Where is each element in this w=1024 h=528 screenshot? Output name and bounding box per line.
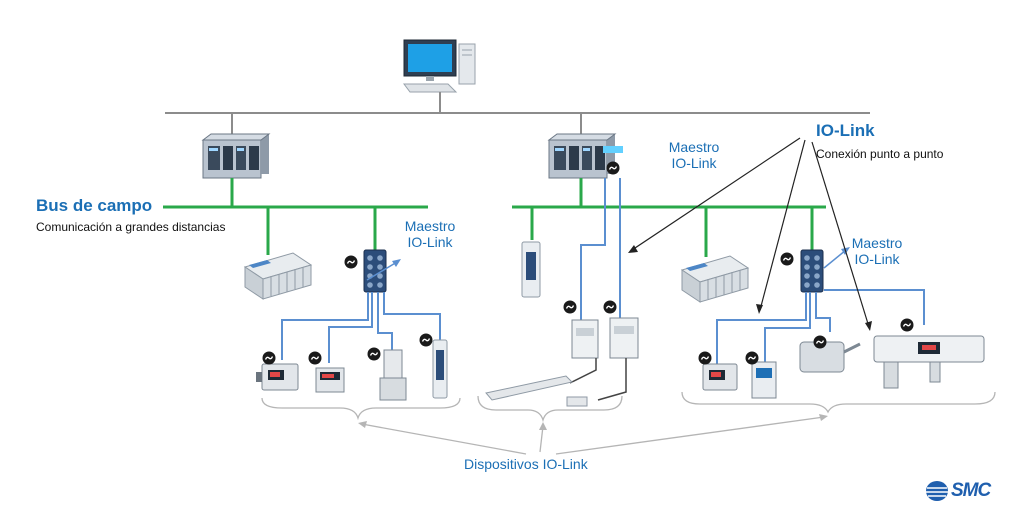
master-left-label: Maestro IO-Link <box>398 218 462 250</box>
iolink-symbol-icon <box>602 299 618 315</box>
iolink-symbol-icon <box>562 299 578 315</box>
ionizer-controller-right-icon <box>609 317 639 359</box>
iolink-symbol-icon <box>899 317 915 333</box>
iolink-symbol-icon <box>812 334 828 350</box>
iolink-symbol-icon <box>261 350 277 366</box>
cylinder-icon <box>799 341 861 373</box>
master-left-line2: IO-Link <box>407 234 453 251</box>
ionizer-bar-icon <box>485 375 573 401</box>
plc-center-icon <box>548 133 616 179</box>
air-prep-unit-icon <box>873 335 985 389</box>
flow-sensor-icon <box>702 363 738 391</box>
smc-logo-text: SMC <box>951 480 991 501</box>
valve-manifold-right-icon <box>681 255 749 303</box>
smc-logo: SMC <box>925 480 991 502</box>
iolink-symbol-icon <box>343 254 359 270</box>
remote-device-icon <box>521 241 541 298</box>
fieldbus-title: Bus de campo <box>36 196 153 215</box>
iolink-symbol-icon <box>605 160 621 176</box>
sensor-icon <box>432 339 448 399</box>
master-center-line2: IO-Link <box>671 155 717 172</box>
fieldbus-subtitle: Comunicación a grandes distancias <box>36 220 226 234</box>
digital-switch-icon <box>751 361 777 399</box>
iolink-master-right-icon <box>800 249 824 293</box>
smc-logo-icon <box>926 481 948 501</box>
pressure-switch-icon <box>315 367 345 393</box>
master-right-line2: IO-Link <box>854 251 900 268</box>
iolink-symbol-icon <box>307 350 323 366</box>
plc-left-icon <box>202 133 270 179</box>
iolink-subtitle: Conexión punto a punto <box>816 147 944 161</box>
device-group-brackets <box>261 391 996 423</box>
devices-label: Dispositivos IO-Link <box>464 456 588 472</box>
iolink-symbol-icon <box>366 346 382 362</box>
ionizer-probe-icon <box>566 396 588 407</box>
master-right-line1: Maestro <box>851 235 903 251</box>
iolink-symbol-icon <box>779 251 795 267</box>
regulator-icon <box>379 349 407 401</box>
flow-sensor-icon <box>256 363 299 391</box>
master-right-label: Maestro IO-Link <box>845 235 909 267</box>
master-left-line1: Maestro <box>404 218 456 234</box>
iolink-symbol-icon <box>697 350 713 366</box>
iolink-title: IO-Link <box>816 121 875 140</box>
master-center-label: Maestro IO-Link <box>662 139 726 171</box>
computer-icon <box>403 39 476 93</box>
master-center-line1: Maestro <box>668 139 720 155</box>
iolink-symbol-icon <box>744 350 760 366</box>
ionizer-controller-left-icon <box>571 319 599 359</box>
iolink-symbol-icon <box>418 332 434 348</box>
valve-manifold-left-icon <box>244 252 312 300</box>
